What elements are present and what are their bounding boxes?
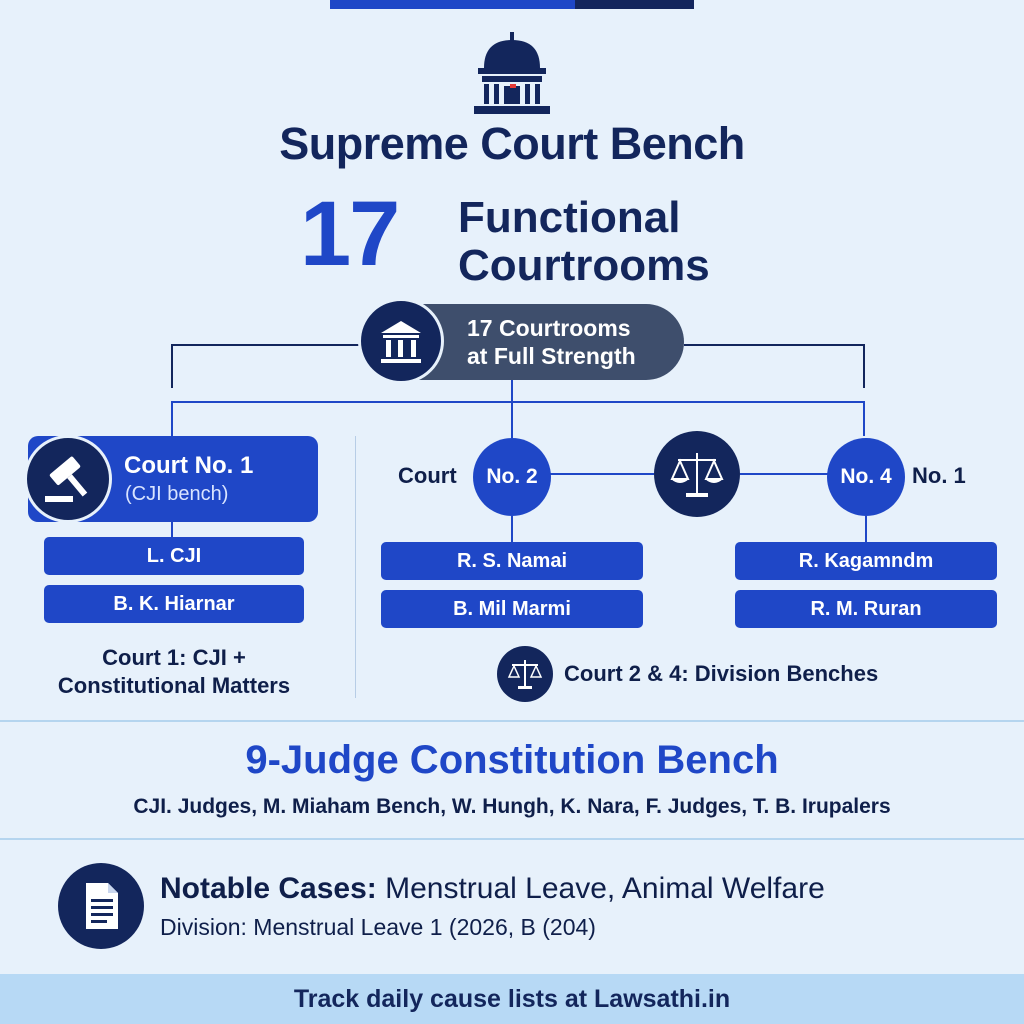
- court-1-judge-1: L. CJI: [44, 537, 304, 575]
- scales-of-justice-icon: [654, 431, 740, 517]
- court-1-title: Court No. 1: [124, 452, 254, 479]
- courtroom-count-label: Functional Courtrooms: [458, 194, 710, 290]
- count-label-line-1: Functional: [458, 193, 681, 242]
- footer-banner: Track daily cause lists at Lawsathi.in: [0, 974, 1024, 1024]
- section-divider-1: [0, 720, 1024, 722]
- notable-cases-list: Menstrual Leave, Animal Welfare: [385, 872, 825, 905]
- court-1-caption: Court 1: CJI + Constitutional Matters: [40, 644, 308, 700]
- supreme-court-dome-icon: [474, 32, 550, 114]
- gavel-icon: [24, 435, 112, 523]
- court-2-prefix: Court: [398, 463, 457, 488]
- small-scales-icon: [497, 646, 553, 702]
- hub-label-line-1: 17 Courtrooms: [467, 315, 631, 341]
- hub-label-line-2: at Full Strength: [467, 343, 636, 369]
- court-1-caption-line-1: Court 1: CJI +: [102, 645, 246, 670]
- column-divider: [355, 436, 356, 698]
- division-benches-caption: Court 2 & 4: Division Benches: [564, 661, 879, 686]
- notable-cases: Notable Cases: Menstrual Leave, Animal W…: [160, 872, 825, 906]
- division-info: Division: Menstrual Leave 1 (2026, B (20…: [160, 914, 596, 940]
- constitution-bench-members: CJI. Judges, M. Miaham Bench, W. Hungh, …: [133, 795, 891, 818]
- court-2-judge-1: R. S. Namai: [381, 542, 643, 580]
- notable-cases-label: Notable Cases:: [160, 872, 377, 905]
- court-4-node: No. 4: [827, 438, 905, 516]
- court-4-judge-2: R. M. Ruran: [735, 590, 997, 628]
- court-1-judge-2: B. K. Hiarnar: [44, 585, 304, 623]
- courthouse-icon: [358, 298, 444, 384]
- court-2-node: No. 2: [473, 438, 551, 516]
- constitution-bench-title: 9-Judge Constitution Bench: [245, 738, 779, 782]
- court-1-subtitle: (CJI bench): [125, 483, 229, 505]
- court-2-judge-2: B. Mil Marmi: [381, 590, 643, 628]
- top-accent-bar: [330, 0, 694, 9]
- court-4-judge-1: R. Kagamndm: [735, 542, 997, 580]
- page-title: Supreme Court Bench: [279, 118, 745, 169]
- section-divider-2: [0, 838, 1024, 840]
- hub-label: 17 Courtrooms at Full Strength: [467, 314, 636, 370]
- count-label-line-2: Courtrooms: [458, 241, 710, 290]
- document-icon: [58, 863, 144, 949]
- connector-lines: [171, 344, 867, 542]
- courtroom-count: 17: [300, 183, 400, 285]
- court-1-caption-line-2: Constitutional Matters: [57, 673, 291, 698]
- court-4-suffix: No. 1: [912, 463, 966, 488]
